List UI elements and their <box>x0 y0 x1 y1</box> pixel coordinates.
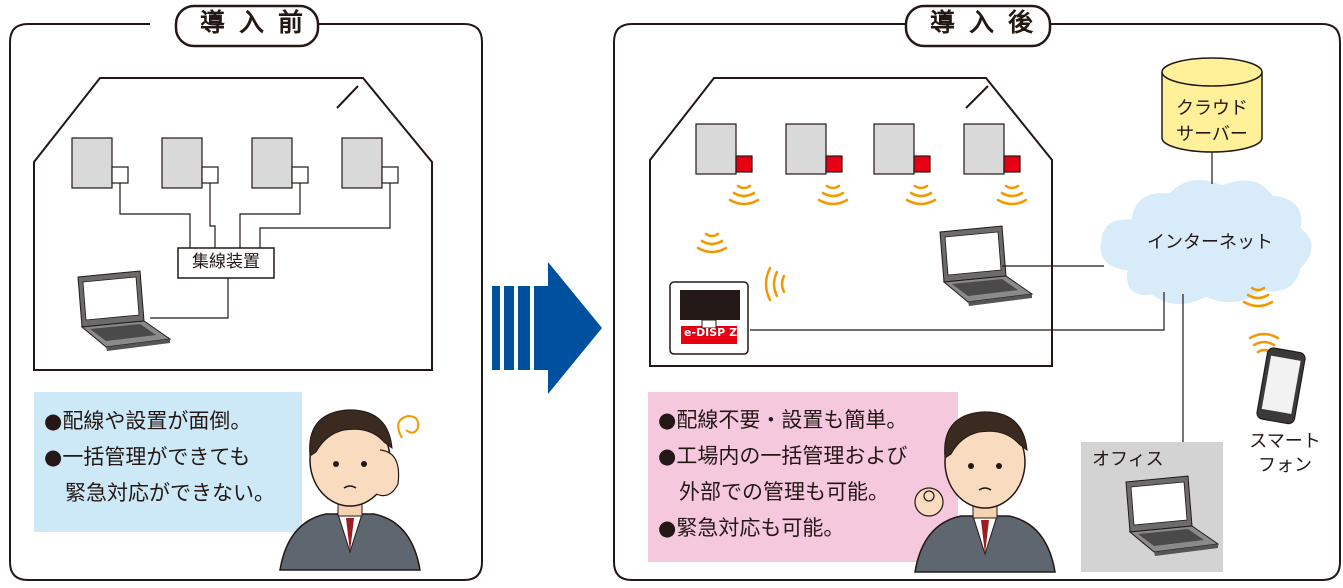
before-notes: ●配線や設置が面倒。 ●一括管理ができても 緊急対応ができない。 <box>44 403 275 511</box>
before-note-line: 緊急対応ができない。 <box>44 481 275 505</box>
after-note-line: ●緊急対応も可能。 <box>658 516 845 540</box>
before-machine-4 <box>341 137 399 189</box>
smartphone-label: スマート フォン <box>1240 430 1330 478</box>
after-machine-2 <box>785 123 843 175</box>
after-machine-3 <box>873 123 931 175</box>
hub-box <box>177 247 275 279</box>
after-title-badge <box>904 4 1052 48</box>
office-label: オフィス <box>1092 449 1164 470</box>
before-title-badge <box>174 4 320 48</box>
before-title: 導入前 <box>200 8 318 37</box>
before-note-line: ●一括管理ができても <box>44 445 251 469</box>
after-machine-1 <box>695 123 753 175</box>
confusion-swirl-icon <box>397 414 420 439</box>
before-note-line: ●配線や設置が面倒。 <box>44 409 252 433</box>
after-note-box <box>648 392 958 562</box>
transition-arrow <box>492 262 602 394</box>
after-note-line: 外部での管理も可能。 <box>658 480 889 504</box>
display-device-label: e-DISP Z <box>684 326 738 339</box>
worried-man-illustration <box>279 409 421 571</box>
after-machine-4 <box>963 123 1021 175</box>
before-machine-1 <box>71 137 129 189</box>
before-wiring <box>119 183 391 319</box>
network-connections <box>750 152 1213 442</box>
cloud-server-label: クラウド サーバー <box>1162 96 1262 148</box>
happy-man-illustration <box>914 411 1056 573</box>
before-panel <box>9 4 483 581</box>
cloud-server-label-line: サーバー <box>1176 124 1248 145</box>
smartphone-icon <box>1256 347 1306 425</box>
e-disp-z-display-device <box>669 281 749 355</box>
after-note-line: ●配線不要・設置も簡単。 <box>658 408 908 432</box>
after-panel <box>613 4 1341 581</box>
after-notes: ●配線不要・設置も簡単。 ●工場内の一括管理および 外部での管理も可能。 ●緊急… <box>658 402 907 546</box>
hub-label: 集線装置 <box>192 252 260 272</box>
cloud-server-icon <box>1161 57 1263 153</box>
before-note-box <box>34 392 302 532</box>
smartphone-label-line: スマート <box>1249 431 1321 452</box>
before-machine-2 <box>161 137 219 189</box>
after-title: 導入後 <box>930 8 1048 37</box>
cloud-server-label-line: クラウド <box>1176 98 1248 119</box>
smartphone-label-line: フォン <box>1258 455 1312 476</box>
wireless-wave-icon <box>764 266 786 302</box>
after-factory-outline <box>649 77 1053 367</box>
before-machine-3 <box>251 137 309 189</box>
after-note-line: ●工場内の一括管理および <box>658 444 908 468</box>
internet-label: インターネット <box>1147 232 1273 253</box>
internet-cloud-icon <box>1100 180 1312 304</box>
